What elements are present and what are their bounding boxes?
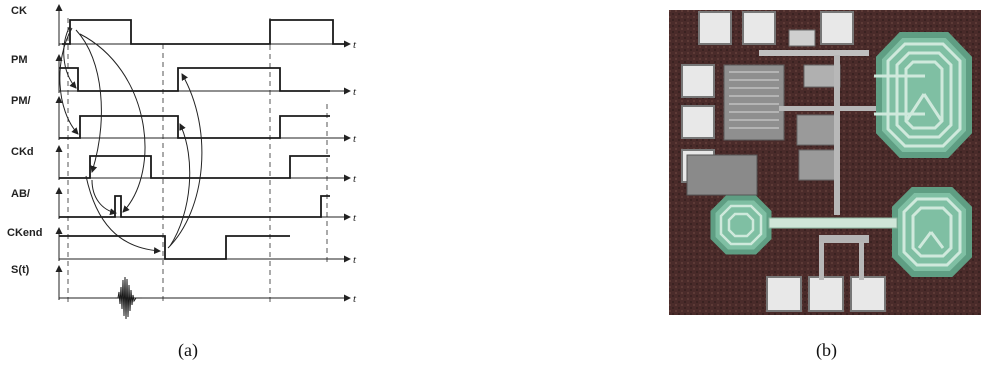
bond-pad	[681, 64, 715, 98]
waveform-pm	[59, 67, 330, 92]
metal-trace	[859, 242, 864, 280]
time-label-pm: t	[353, 86, 357, 98]
metal-trace	[819, 242, 824, 280]
signal-row-ab-bar: AB/ t	[11, 187, 357, 224]
bond-pad	[820, 11, 854, 45]
time-label-st: t	[353, 293, 357, 305]
signal-label-ab-bar: AB/	[11, 188, 30, 200]
signal-label-pm-bar: PM/	[11, 95, 31, 107]
time-label-ckend: t	[353, 254, 357, 266]
causal-arrows	[59, 25, 203, 255]
metal-block	[798, 149, 836, 181]
bond-pads-top	[698, 11, 854, 45]
bond-pad	[766, 276, 802, 312]
transmission-line	[819, 235, 869, 243]
arrow-ck-to-ckend	[79, 33, 146, 213]
arrow-ckend-to-pmbar	[169, 123, 191, 247]
waveform-ck	[62, 19, 345, 45]
arrow-ck-to-ckd	[75, 29, 102, 173]
circuit-block	[686, 29, 879, 215]
time-label-pm-bar: t	[353, 133, 357, 145]
time-label-ab-bar: t	[353, 212, 357, 224]
metal-trace	[779, 106, 879, 111]
metal-trace	[759, 50, 869, 56]
caption-a: (a)	[178, 340, 198, 360]
arrow-ckd-to-ckend	[85, 175, 161, 255]
metal-block	[788, 29, 816, 47]
bond-pad	[681, 105, 715, 139]
waveform-ckend	[59, 235, 290, 260]
signal-label-ckend: CKend	[7, 227, 42, 239]
waveform-st-pulse	[115, 276, 142, 320]
guide-lines	[67, 18, 328, 305]
metal-block	[796, 114, 838, 146]
waveform-pm-bar	[59, 115, 330, 139]
signal-row-pm-bar: PM/ t	[11, 95, 357, 145]
bond-pad	[698, 11, 732, 45]
signal-row-st: S(t) t	[11, 264, 357, 320]
signal-label-st: S(t)	[11, 264, 30, 276]
bond-pad	[742, 11, 776, 45]
signal-row-ckd: CKd t	[11, 145, 357, 185]
signal-row-ck: CK t	[11, 4, 357, 51]
spiral-inductor-large	[874, 32, 972, 158]
bond-pad	[850, 276, 886, 312]
time-label-ck: t	[353, 39, 357, 51]
waveform-ckd	[59, 155, 330, 179]
bond-pads-bottom	[766, 276, 886, 312]
caption-b: (b)	[816, 340, 837, 360]
signal-label-pm: PM	[11, 54, 28, 66]
arrow-ckend-to-pm	[167, 73, 203, 249]
arrow-ck-to-pmbar	[59, 27, 79, 135]
transistor-array	[723, 64, 785, 141]
metal-trace	[834, 55, 840, 215]
arrow-ck-to-pm	[63, 25, 77, 89]
timing-diagram: CK t PM t PM/ t CKd t AB/ t CKend	[7, 4, 357, 320]
die-micrograph	[669, 10, 981, 315]
spiral-inductor-medium	[892, 187, 972, 277]
arrow-ckd-to-ab	[91, 179, 117, 216]
transmission-line	[768, 217, 898, 229]
time-label-ckd: t	[353, 173, 357, 185]
signal-row-pm: PM t	[11, 54, 357, 98]
bond-pad	[808, 276, 844, 312]
metal-block	[686, 154, 758, 196]
signal-label-ckd: CKd	[11, 146, 34, 158]
spiral-inductor-small	[710, 195, 772, 255]
signal-row-ckend: CKend t	[7, 227, 357, 266]
signal-label-ck: CK	[11, 5, 27, 17]
